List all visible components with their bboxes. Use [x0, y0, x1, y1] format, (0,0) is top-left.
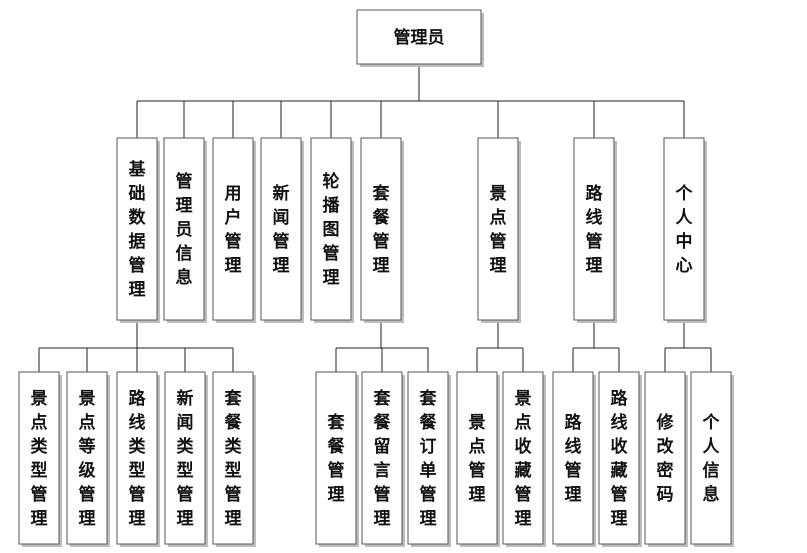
- module-node-news-label: 新闻管理: [273, 183, 290, 276]
- module-node-user: 用户管理: [212, 137, 256, 323]
- module-node-news-border: [260, 137, 302, 321]
- child-node-scenic-1-label: 景点收藏管理: [515, 389, 532, 529]
- module-node-route-border: [573, 137, 615, 321]
- connector-lines: [38, 64, 712, 372]
- child-node-package-2: 套餐订单管理: [407, 371, 451, 547]
- child-node-scenic-0-label: 景点管理: [469, 413, 486, 505]
- module-node-scenic: 景点管理: [477, 137, 521, 323]
- module-node-carousel-label: 轮播图管理: [323, 171, 341, 288]
- module-node-admin-info-border: [163, 137, 205, 321]
- module-node-scenic-label: 景点管理: [490, 184, 507, 276]
- module-node-personal-border: [663, 137, 705, 321]
- child-node-personal-0-label: 修改密码: [656, 412, 675, 505]
- child-node-basic-4-label: 套餐类型管理: [224, 388, 243, 529]
- child-node-route-1-label: 路线收藏管理: [611, 388, 629, 529]
- module-node-user-label: 用户管理: [225, 184, 242, 276]
- module-node-route: 路线管理: [573, 137, 617, 323]
- module-node-admin-info: 管理员信息: [163, 137, 207, 323]
- child-node-scenic-1: 景点收藏管理: [502, 371, 546, 547]
- child-node-package-0-label: 套餐管理: [327, 412, 346, 505]
- root-node: 管理员: [356, 9, 484, 67]
- child-node-package-2-border: [407, 371, 449, 545]
- diagram-nodes: 景点类型管理 景点等级管理 路线类型管理 新闻类型管理 套餐类型管理 基础数据管理 管理员信…: [18, 9, 734, 547]
- child-node-package-0-border: [315, 371, 357, 545]
- module-node-personal-label: 个人中心: [675, 183, 694, 276]
- child-node-package-1-border: [361, 371, 403, 545]
- module-node-carousel-border: [310, 137, 352, 321]
- child-node-basic-1-border: [66, 371, 108, 545]
- child-node-package-1-label: 套餐留言管理: [373, 388, 392, 529]
- module-node-package-border: [360, 137, 402, 321]
- child-node-basic-1-label: 景点等级管理: [79, 389, 96, 529]
- module-node-package-label: 套餐管理: [372, 183, 391, 276]
- child-node-basic-0: 景点类型管理: [18, 371, 62, 547]
- child-node-basic-4-border: [212, 371, 254, 545]
- child-node-basic-0-label: 景点类型管理: [31, 389, 49, 529]
- root-node-border: [356, 9, 482, 65]
- child-node-scenic-1-border: [502, 371, 544, 545]
- module-node-basic-border: [116, 137, 158, 321]
- child-node-scenic-0: 景点管理: [456, 371, 500, 547]
- child-node-personal-1-label: 个人信息: [702, 412, 721, 505]
- module-node-basic-label: 基础数据管理: [128, 159, 147, 300]
- child-node-basic-4: 套餐类型管理: [212, 371, 256, 547]
- module-node-news: 新闻管理: [260, 137, 304, 323]
- module-node-user-border: [212, 137, 254, 321]
- child-node-personal-1-border: [690, 371, 732, 545]
- child-node-package-0: 套餐管理: [315, 371, 359, 547]
- module-node-scenic-border: [477, 137, 519, 321]
- child-node-personal-0-border: [644, 371, 686, 545]
- module-node-route-label: 路线管理: [586, 183, 604, 276]
- child-node-route-0: 路线管理: [552, 371, 596, 547]
- child-node-basic-3-border: [164, 371, 206, 545]
- root-node-label: 管理员: [394, 27, 445, 48]
- module-node-carousel: 轮播图管理: [310, 137, 354, 323]
- child-node-route-0-border: [552, 371, 594, 545]
- module-node-basic: 基础数据管理: [116, 137, 160, 323]
- child-node-route-0-label: 路线管理: [565, 412, 583, 505]
- module-node-personal: 个人中心: [663, 137, 707, 323]
- child-node-package-1: 套餐留言管理: [361, 371, 405, 547]
- child-node-route-1: 路线收藏管理: [598, 371, 642, 547]
- child-node-basic-0-border: [18, 371, 60, 545]
- child-node-basic-3: 新闻类型管理: [164, 371, 208, 547]
- module-node-package: 套餐管理: [360, 137, 404, 323]
- child-node-basic-2: 路线类型管理: [116, 371, 160, 547]
- child-node-scenic-0-border: [456, 371, 498, 545]
- child-node-personal-0: 修改密码: [644, 371, 688, 547]
- child-node-route-1-border: [598, 371, 640, 545]
- child-node-personal-1: 个人信息: [690, 371, 734, 547]
- child-node-basic-1: 景点等级管理: [66, 371, 110, 547]
- module-node-admin-info-label: 管理员信息: [176, 171, 193, 288]
- child-node-package-2-label: 套餐订单管理: [419, 388, 438, 529]
- child-node-basic-3-label: 新闻类型管理: [177, 388, 195, 529]
- child-node-basic-2-border: [116, 371, 158, 545]
- child-node-basic-2-label: 路线类型管理: [129, 388, 147, 529]
